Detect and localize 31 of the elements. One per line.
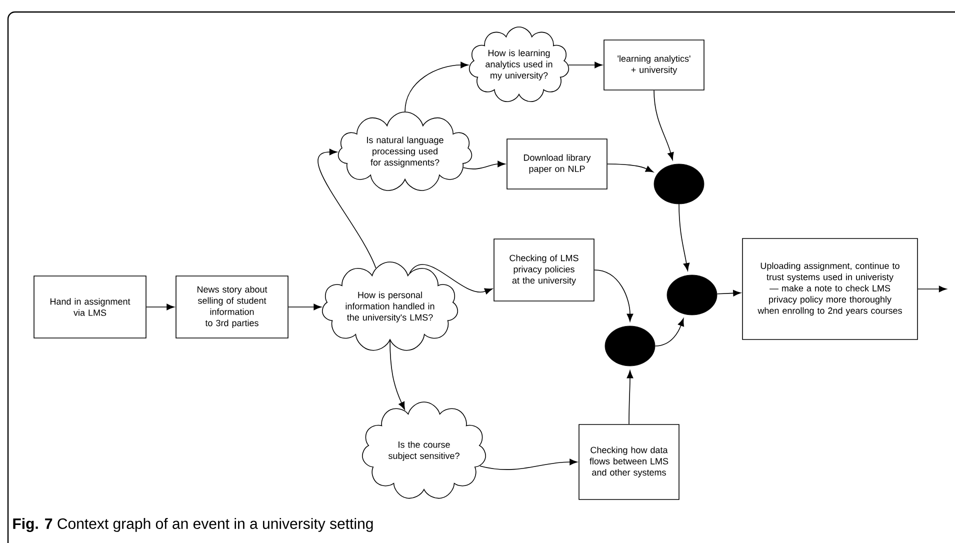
thought-cloud: Is natural language processing used for assignments? — [338, 112, 472, 191]
arrow — [288, 304, 322, 310]
arrow — [654, 90, 674, 160]
arrow — [409, 264, 492, 294]
arrow — [404, 62, 468, 112]
arrow — [318, 148, 376, 268]
arrow — [654, 318, 684, 346]
process-box: Checking how data flows between LMS and other systems — [578, 424, 680, 500]
process-box: Uploading assignment, continue to trust systems used in univeristy — make a note to check LMS privacy policy more thoroughly when enrollng to 2nd years courses — [742, 238, 918, 340]
junction-dot — [604, 326, 656, 366]
thought-cloud: Is the course subject sensitive? — [362, 402, 486, 499]
arrow — [607, 164, 654, 172]
thought-cloud: How is personal information handled in the university's LMS? — [322, 262, 458, 351]
process-box: Hand in assignment via LMS — [34, 276, 146, 338]
process-box: Checking of LMS privacy policies at the university — [494, 238, 594, 302]
arrow — [918, 286, 947, 292]
arrow — [626, 370, 634, 424]
junction-dot — [654, 164, 704, 204]
caption: Fig. 7 Context graph of an event in a university setting — [13, 518, 373, 532]
process-box: 'learning analytics' + university — [604, 40, 704, 90]
process-box: Download library paper on NLP — [506, 138, 608, 190]
arrow — [716, 290, 741, 296]
arrow — [463, 160, 506, 170]
junction-dot — [666, 274, 718, 316]
arrow — [568, 62, 602, 68]
arrow — [479, 458, 578, 470]
arrow — [594, 270, 634, 322]
arrow — [146, 304, 174, 310]
thought-cloud: How is learning analytics used in my university? — [468, 26, 570, 102]
arrow — [678, 204, 690, 271]
process-box: News story about selling of student information to 3rd parties — [176, 276, 288, 338]
